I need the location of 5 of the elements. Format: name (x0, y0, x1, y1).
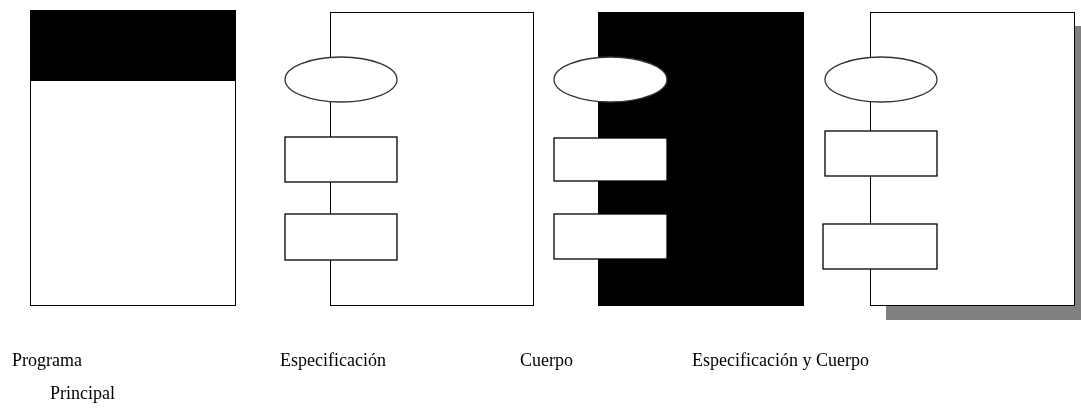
node-label: Especificación (280, 349, 386, 372)
node-label: Cuerpo (520, 349, 573, 372)
program-block (30, 10, 236, 306)
node-label: Programa Principal (12, 349, 116, 405)
node-label: Especificación y Cuerpo (692, 349, 869, 372)
